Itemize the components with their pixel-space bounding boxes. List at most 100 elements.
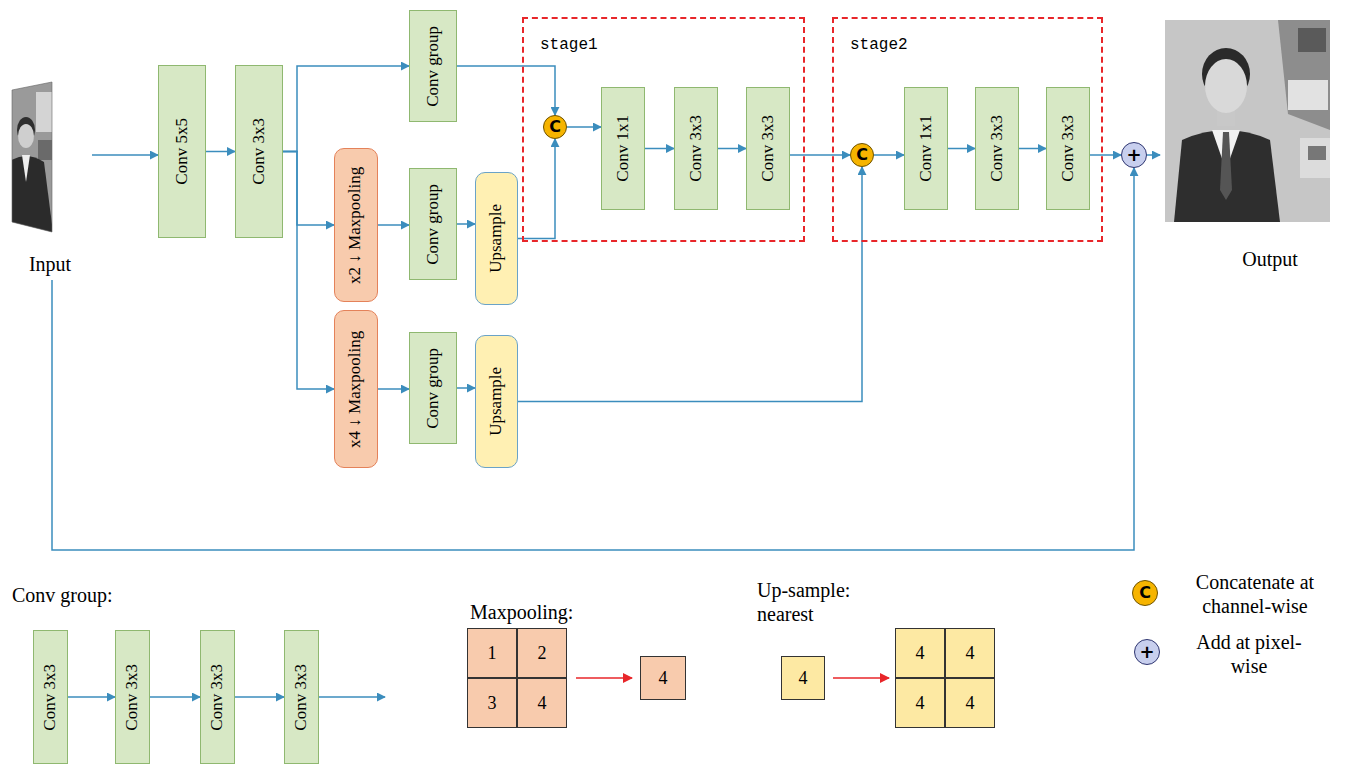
connector	[378, 224, 409, 226]
node-label: 4	[916, 694, 925, 712]
legend-caption: Add at pixel-wise	[1184, 630, 1314, 678]
connector	[874, 154, 904, 156]
connector	[92, 154, 158, 156]
upsample-box: Upsample	[475, 172, 518, 305]
conv-layer-box: Conv 3x3	[975, 87, 1019, 210]
connector	[283, 152, 334, 226]
node-label: Conv 1x1	[614, 115, 633, 182]
node-label: Conv group	[424, 26, 443, 107]
connector	[1147, 154, 1160, 156]
connector	[457, 387, 475, 389]
connector	[1019, 148, 1046, 150]
connector	[150, 696, 200, 698]
node-label: x2 ↓ Maxpooling	[347, 166, 366, 283]
concat-circle: C	[543, 115, 567, 139]
node-label: C	[1139, 585, 1151, 601]
node-label: Conv 3x3	[988, 115, 1007, 182]
conv-layer-box: Conv 1x1	[601, 87, 645, 210]
node-label: Conv 3x3	[759, 115, 778, 182]
connector	[52, 168, 1134, 550]
connector	[283, 152, 334, 390]
upsample-cell: 4	[895, 628, 945, 678]
add-circle: +	[1121, 142, 1147, 168]
node-label: Upsample	[487, 204, 506, 273]
output-arrow	[319, 696, 385, 698]
node-label: Conv 3x3	[292, 664, 311, 731]
node-label: 1	[488, 644, 497, 662]
node-label: 4	[966, 694, 975, 712]
legend-caption: Maxpooling:	[470, 600, 573, 624]
upsample-cell: 4	[945, 628, 995, 678]
node-label: Conv 5x5	[173, 118, 192, 185]
upsample-cell: 4	[945, 678, 995, 728]
maxpool-cell: 4	[517, 678, 567, 728]
maxpool-cell: 2	[517, 628, 567, 678]
input-image: Input	[8, 80, 92, 280]
maxpool-cell: 1	[467, 628, 517, 678]
node-label: 4	[659, 669, 668, 687]
output-photo	[1160, 18, 1335, 275]
output-image: Output	[1160, 18, 1335, 275]
upsample-cell: 4	[781, 656, 825, 700]
input-photo	[8, 80, 92, 280]
stage-region: stage1CConv 1x1Conv 3x3Conv 3x3	[522, 17, 805, 242]
connector	[790, 154, 850, 156]
conv-layer-box: Conv group	[409, 168, 457, 280]
legend-caption: Conv group:	[12, 583, 113, 607]
node-label: 4	[799, 669, 808, 687]
conv-layer-box: Conv 3x3	[115, 630, 150, 764]
connector	[235, 696, 284, 698]
add-circle: +	[1134, 639, 1160, 665]
node-label: x4 ↓ Maxpooling	[347, 330, 366, 447]
pool-arrow	[576, 677, 632, 679]
concat-circle: C	[850, 143, 874, 167]
connector	[948, 148, 975, 150]
conv-layer-box: Conv group	[409, 332, 457, 444]
maxpool-box: x2 ↓ Maxpooling	[334, 148, 378, 302]
node-label: +	[1126, 146, 1141, 164]
node-label: Conv 1x1	[917, 115, 936, 182]
node-label: 4	[916, 644, 925, 662]
connector	[457, 223, 475, 225]
node-label: 4	[966, 644, 975, 662]
concat-circle: C	[1132, 580, 1158, 606]
image-caption: Output	[1242, 247, 1298, 275]
upsample-box: Upsample	[475, 335, 518, 468]
conv-layer-box: Conv 3x3	[235, 65, 283, 238]
stage-label: stage2	[850, 37, 908, 53]
connector	[567, 126, 601, 128]
connector	[378, 388, 409, 390]
connector	[718, 148, 746, 150]
conv-layer-box: Conv 1x1	[904, 87, 948, 210]
node-label: Conv 3x3	[250, 118, 269, 185]
stage-region: stage2C Conv 1x1 Conv 3x3 Conv 3x3	[832, 17, 1103, 242]
node-label: 2	[538, 644, 547, 662]
node-label: Conv group	[424, 348, 443, 429]
conv-layer-box: Conv group	[409, 10, 457, 122]
conv-layer-box: Conv 3x3	[33, 630, 68, 764]
connector	[68, 696, 115, 698]
conv-layer-box: Conv 3x3	[1046, 87, 1090, 210]
conv-layer-box: Conv 3x3	[674, 87, 718, 210]
legend-caption: Up-sample: nearest	[757, 578, 877, 626]
maxpool-cell: 4	[640, 656, 686, 700]
node-label: C	[856, 147, 868, 163]
upsample-cell: 4	[895, 678, 945, 728]
node-label: Conv 3x3	[41, 664, 60, 731]
upsample-arrow	[833, 677, 889, 679]
connector	[206, 151, 235, 153]
node-label: Conv 3x3	[123, 664, 142, 731]
legend-caption: Concatenate at channel-wise	[1180, 570, 1330, 618]
node-label: Upsample	[487, 367, 506, 436]
node-label: Conv 3x3	[208, 664, 227, 731]
maxpool-cell: 3	[467, 678, 517, 728]
conv-layer-box: Conv 3x3	[746, 87, 790, 210]
node-label: Conv 3x3	[687, 115, 706, 182]
connector	[1090, 154, 1121, 156]
node-label: Conv group	[424, 184, 443, 265]
node-label: +	[1139, 643, 1154, 661]
image-caption: Input	[29, 252, 71, 280]
conv-layer-box: Conv 3x3	[200, 630, 235, 764]
connector	[283, 66, 409, 152]
